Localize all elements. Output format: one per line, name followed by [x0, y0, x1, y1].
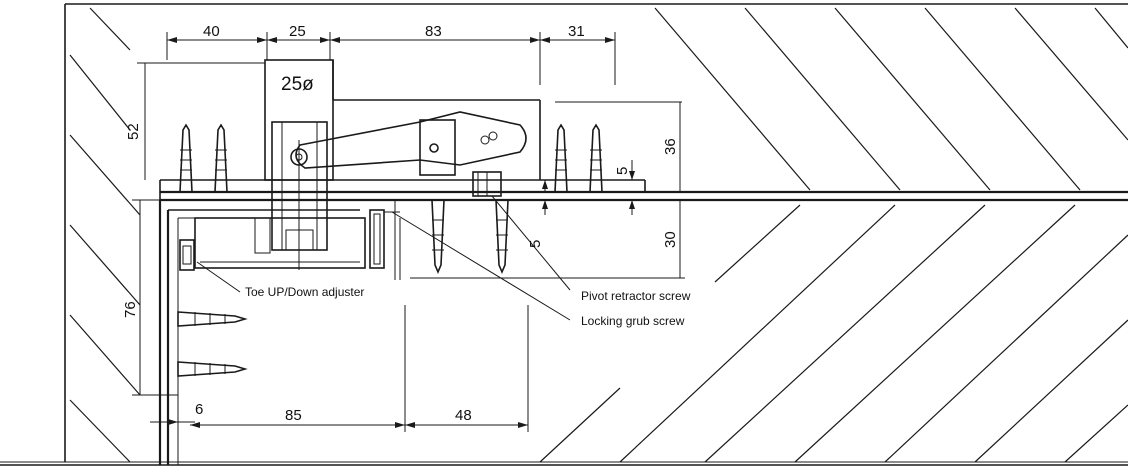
- dim-5-upper: 5: [614, 167, 631, 175]
- label-locking-grub: Locking grub screw: [581, 314, 685, 328]
- dim-76: 76: [122, 301, 139, 318]
- frame: [0, 3, 1128, 466]
- dim-6: 6: [195, 401, 203, 418]
- screw-4: [589, 123, 603, 193]
- dimension-lines: [132, 32, 685, 432]
- screws: [177, 123, 603, 377]
- dim-83: 83: [425, 23, 442, 40]
- dimension-labels: 40 25 83 31 25ø 52 36 5 5 30 76 6 85 48: [122, 23, 679, 424]
- lower-right-hatch: [539, 204, 1128, 463]
- dim-25-diameter: 25ø: [281, 74, 314, 95]
- dim-85: 85: [285, 407, 302, 424]
- arrowheads: [167, 37, 635, 428]
- screw-8: [177, 361, 248, 377]
- callout-labels: Toe UP/Down adjuster Pivot retractor scr…: [245, 285, 691, 328]
- screw-6: [495, 199, 509, 275]
- screw-2: [214, 123, 228, 193]
- dim-25: 25: [289, 23, 306, 40]
- upper-right-hatch: [654, 7, 1128, 191]
- screw-5: [431, 199, 445, 275]
- screw-1: [179, 123, 193, 193]
- dim-31: 31: [568, 23, 585, 40]
- pivot-arm: [290, 111, 527, 197]
- dim-36: 36: [662, 138, 679, 155]
- screw-3: [554, 123, 568, 193]
- dim-52: 52: [125, 123, 142, 140]
- label-pivot-retractor: Pivot retractor screw: [581, 289, 691, 303]
- dim-40: 40: [203, 23, 220, 40]
- label-toe-adjuster: Toe UP/Down adjuster: [245, 285, 364, 299]
- left-wall-hatch: [69, 7, 141, 463]
- dim-48: 48: [455, 407, 472, 424]
- hatching: [69, 7, 1128, 463]
- dim-5-lower: 5: [527, 240, 544, 248]
- floor-surface: [159, 179, 1128, 202]
- spring-housing: [194, 59, 541, 280]
- dim-30: 30: [662, 231, 679, 248]
- screw-7: [177, 311, 248, 327]
